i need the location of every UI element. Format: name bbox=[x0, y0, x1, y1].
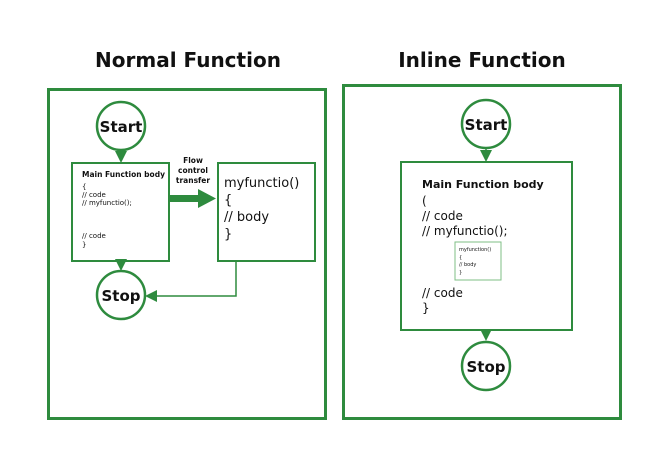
inline-stop-label: Stop bbox=[466, 358, 505, 376]
normal-main-line: // code bbox=[82, 191, 106, 199]
flow-transfer-arrow bbox=[170, 189, 216, 208]
inline-main-line: // code bbox=[422, 286, 463, 300]
normal-function-heading: Normal Function bbox=[95, 48, 281, 72]
flow-transfer-label: Flow bbox=[183, 156, 203, 165]
inline-main-line: // code bbox=[422, 209, 463, 223]
normal-function-panel bbox=[47, 88, 327, 420]
normal-stop-node: Stop bbox=[95, 269, 147, 321]
inlined-line: // body bbox=[459, 262, 476, 268]
inlined-line: myfunction() bbox=[459, 247, 491, 253]
callee-function-box bbox=[217, 162, 316, 262]
callee-line: } bbox=[224, 227, 232, 242]
normal-main-line: // code bbox=[82, 232, 106, 240]
flow-transfer-label: control bbox=[178, 166, 208, 175]
inline-start-node: Start bbox=[460, 98, 512, 150]
normal-main-body-box bbox=[71, 162, 170, 262]
flow-transfer-label: transfer bbox=[176, 176, 210, 185]
normal-stop-label: Stop bbox=[101, 287, 140, 305]
inlined-line: } bbox=[459, 270, 462, 276]
inline-main-line: } bbox=[422, 301, 430, 315]
inline-main-body-title: Main Function body bbox=[422, 178, 544, 191]
callee-line: // body bbox=[224, 210, 269, 225]
normal-main-line: } bbox=[82, 241, 86, 249]
inline-main-line: ( bbox=[422, 194, 427, 208]
normal-main-body-title: Main Function body bbox=[82, 170, 165, 179]
inline-start-label: Start bbox=[465, 116, 508, 134]
normal-main-line: { bbox=[82, 183, 86, 191]
inline-main-line: // myfunctio(); bbox=[422, 224, 508, 238]
inlined-line: { bbox=[459, 255, 462, 261]
callee-line: myfunctio() bbox=[224, 176, 299, 191]
normal-start-label: Start bbox=[100, 118, 143, 136]
inline-function-panel bbox=[342, 84, 622, 420]
normal-start-node: Start bbox=[95, 100, 147, 152]
inline-function-heading: Inline Function bbox=[398, 48, 566, 72]
normal-main-line: // myfunctio(); bbox=[82, 199, 132, 207]
callee-line: { bbox=[224, 193, 232, 208]
inline-stop-node: Stop bbox=[460, 340, 512, 392]
inlined-function-box bbox=[454, 241, 502, 281]
return-flow-connector bbox=[145, 261, 237, 302]
